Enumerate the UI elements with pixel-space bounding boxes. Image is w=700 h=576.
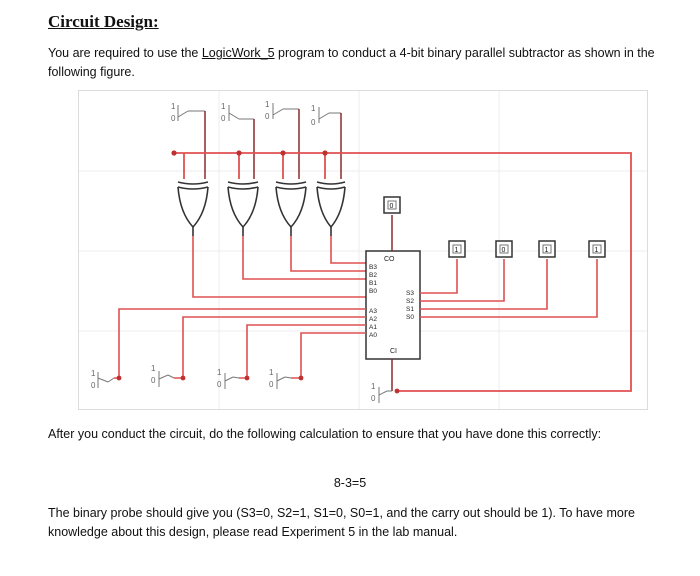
circuit-diagram: 1 0 1 0 1 0 1 0 xyxy=(79,91,647,409)
pin-a2: A2 xyxy=(369,316,377,323)
pin-a1: A1 xyxy=(369,324,377,331)
pin-a3: A3 xyxy=(369,308,377,315)
switch-label-high: 1 xyxy=(311,104,316,113)
bottom-junction-dots xyxy=(116,375,304,381)
circuit-figure: 1 0 1 0 1 0 1 0 xyxy=(78,90,648,410)
switch-label-low: 0 xyxy=(311,118,316,127)
switch-label-high: 1 xyxy=(171,102,176,111)
switch-label-high: 1 xyxy=(151,364,156,373)
switch-label-high: 1 xyxy=(269,368,274,377)
switch-label-low: 0 xyxy=(221,114,226,123)
switch-label-low: 0 xyxy=(91,381,96,390)
pin-b2: B2 xyxy=(369,272,377,279)
pin-s1: S1 xyxy=(406,306,414,313)
result-paragraph: The binary probe should give you (S3=0, … xyxy=(48,506,635,539)
carry-in-switch[interactable]: 1 0 xyxy=(371,382,392,403)
xor-gate-2 xyxy=(227,181,259,236)
switch-label-low: 0 xyxy=(151,376,156,385)
sum-output-wires xyxy=(420,259,598,318)
top-switch-1[interactable]: 1 0 xyxy=(171,102,205,123)
switch-label-high: 1 xyxy=(217,368,222,377)
switch-label-high: 1 xyxy=(371,382,376,391)
after-paragraph: After you conduct the circuit, do the fo… xyxy=(48,427,602,441)
b-input-wires xyxy=(192,236,366,298)
pin-s0: S0 xyxy=(406,314,414,321)
switch-label-high: 1 xyxy=(91,369,96,378)
pin-b0: B0 xyxy=(369,288,377,295)
top-switch-4[interactable]: 1 0 xyxy=(311,104,341,127)
co-label: CO xyxy=(384,256,395,263)
bottom-switch-4[interactable]: 1 0 xyxy=(269,368,292,389)
probe-value: 1 xyxy=(595,247,599,254)
switch-label-low: 0 xyxy=(371,394,376,403)
output-probe-s3: 1 xyxy=(448,240,466,258)
top-switch-2[interactable]: 1 0 xyxy=(221,102,254,123)
a-input-wires xyxy=(114,308,366,379)
output-probe-s1: 1 xyxy=(538,240,556,258)
switch-label-high: 1 xyxy=(221,102,226,111)
output-probe-s0: 1 xyxy=(588,240,606,258)
intro-text-after: program to conduct a 4-bit binary parall… xyxy=(48,46,655,79)
carry-out-probe: 0 xyxy=(383,196,401,214)
ci-label: CI xyxy=(390,348,397,355)
pin-a0: A0 xyxy=(369,332,377,339)
control-wire xyxy=(174,152,632,392)
switch-wires xyxy=(204,109,342,179)
switch-label-low: 0 xyxy=(171,114,176,123)
top-switch-3[interactable]: 1 0 xyxy=(265,100,299,121)
bottom-switch-3[interactable]: 1 0 xyxy=(217,368,240,389)
pin-s3: S3 xyxy=(406,290,414,297)
xor-gate-4 xyxy=(316,181,346,236)
switch-label-high: 1 xyxy=(265,100,270,109)
output-probe-s2: 0 xyxy=(495,240,513,258)
intro-text-before: You are required to use the xyxy=(48,46,202,60)
xor-gate-3 xyxy=(275,181,307,236)
pin-b1: B1 xyxy=(369,280,377,287)
logicwork-link[interactable]: LogicWork_5 xyxy=(201,46,275,60)
adder-chip: CO B3 B2 B1 B0 A3 A2 A1 A0 S3 S2 S1 S0 C… xyxy=(365,250,421,360)
switch-label-low: 0 xyxy=(265,112,270,121)
bottom-switch-2[interactable]: 1 0 xyxy=(151,364,175,387)
calculation: 8-3=5 xyxy=(333,476,367,490)
probe-value: 0 xyxy=(502,247,506,254)
probe-value: 1 xyxy=(545,247,549,254)
carry-out-value: 0 xyxy=(390,203,394,210)
pin-s2: S2 xyxy=(406,298,414,305)
grid xyxy=(79,91,647,409)
carry-in-junction xyxy=(394,388,400,394)
pin-b3: B3 xyxy=(369,264,377,271)
junction-dots xyxy=(171,150,328,156)
intro-paragraph: You are required to use the LogicWork_5 … xyxy=(48,44,658,82)
probe-value: 1 xyxy=(455,247,459,254)
xor-gate-1 xyxy=(177,181,209,236)
switch-label-low: 0 xyxy=(217,380,222,389)
bottom-switch-1[interactable]: 1 0 xyxy=(91,369,115,390)
switch-label-low: 0 xyxy=(269,380,274,389)
page-heading: Circuit Design: xyxy=(48,12,159,31)
